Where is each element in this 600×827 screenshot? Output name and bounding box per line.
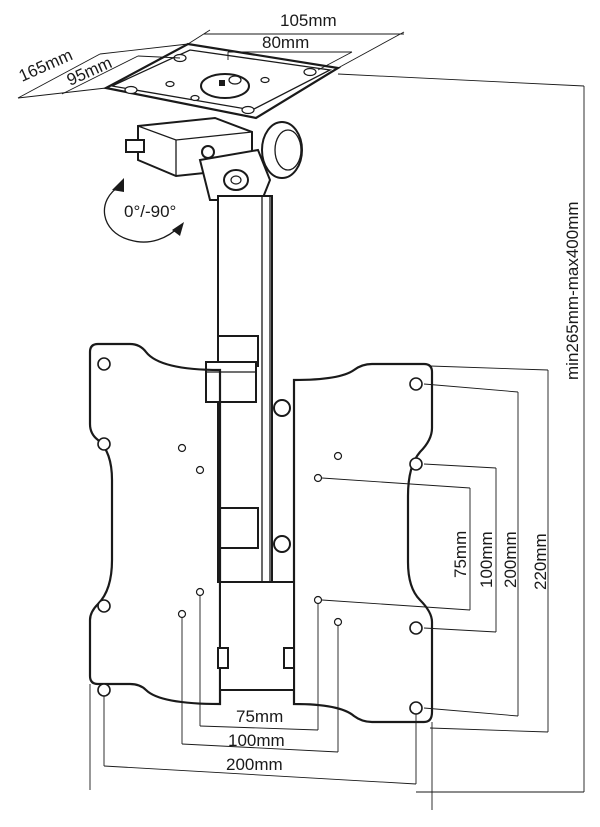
vesa-v-100-label: 100mm	[477, 531, 496, 588]
vesa-hole	[409, 621, 423, 635]
vesa-h-100-label: 100mm	[228, 731, 285, 750]
vesa-hole	[409, 377, 423, 391]
horizontal-dimension-lines	[89, 596, 433, 810]
vesa-hole	[97, 357, 111, 371]
vesa-v-200-label: 200mm	[501, 531, 520, 588]
vesa-hole	[409, 701, 423, 715]
vesa-plate-right-wing	[292, 362, 434, 724]
top-width-outer-label: 105mm	[280, 11, 337, 30]
vesa-plate-left-wing	[88, 342, 222, 706]
top-width-inner-label: 80mm	[262, 33, 309, 52]
vesa-hole	[97, 599, 111, 613]
height-range-label: min265mm-max400mm	[563, 201, 582, 380]
vertical-dimension-lines	[321, 365, 549, 733]
vesa-v-75-label: 75mm	[451, 531, 470, 578]
vesa-plate	[88, 342, 434, 724]
tilt-range-label: 0°/-90°	[124, 202, 176, 221]
vesa-h-75-label: 75mm	[236, 707, 283, 726]
telescopic-pole	[205, 195, 291, 583]
height-dimension	[337, 73, 585, 793]
vesa-hole	[97, 437, 111, 451]
tilt-head	[125, 116, 303, 201]
vesa-hole	[97, 683, 111, 697]
vesa-hole	[409, 457, 423, 471]
vesa-v-220-label: 220mm	[531, 533, 550, 590]
vesa-h-200-label: 200mm	[226, 755, 283, 774]
top-dimension-lines	[17, 29, 405, 99]
ceiling-plate	[102, 42, 342, 120]
tilt-arrow: 0°/-90°	[103, 178, 184, 243]
